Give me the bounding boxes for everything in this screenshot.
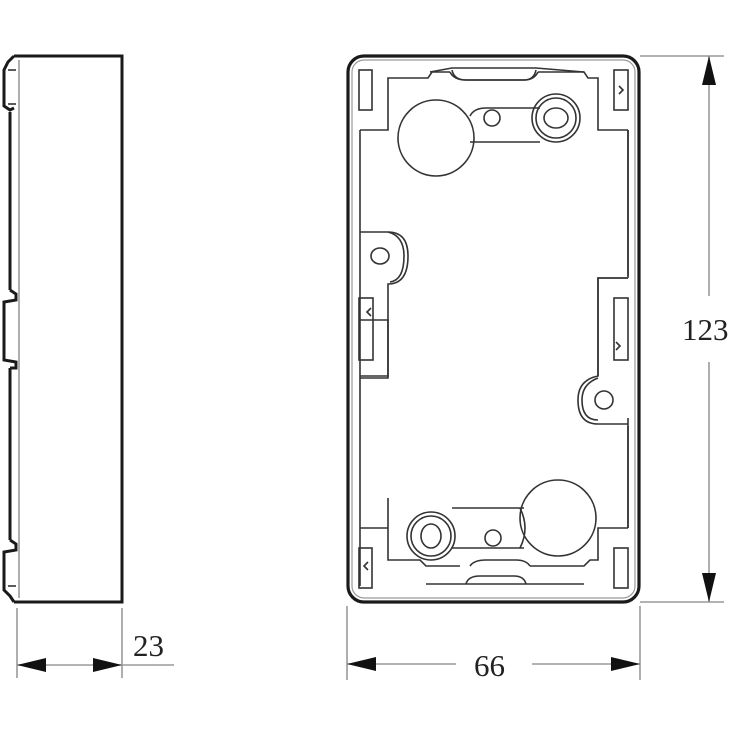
depth-value: 23 xyxy=(133,628,164,663)
screw-hole-bottom-small xyxy=(484,529,502,547)
screw-boss-top xyxy=(531,93,581,143)
depth-dimension: 23 xyxy=(16,608,174,678)
width-dimension: 66 xyxy=(346,606,641,683)
mount-hole-right xyxy=(594,390,614,410)
slot-bottom-left xyxy=(358,547,373,589)
front-view xyxy=(346,54,641,604)
height-dimension: 123 xyxy=(640,55,729,603)
side-view: 23 xyxy=(2,54,174,678)
height-value: 123 xyxy=(682,312,729,347)
screw-hole-bottom xyxy=(420,523,442,549)
knockout-top xyxy=(397,99,475,177)
slot-top-left xyxy=(358,69,373,111)
screw-boss-bottom xyxy=(406,511,456,561)
side-clip-top xyxy=(2,54,16,112)
side-clip-middle xyxy=(2,288,18,370)
screw-hole-top-small xyxy=(483,109,501,127)
knockout-bottom xyxy=(519,479,597,557)
side-clip-bottom xyxy=(2,538,18,603)
width-value: 66 xyxy=(474,648,505,683)
slot-left-middle xyxy=(358,297,374,361)
slot-top-right xyxy=(613,69,629,111)
screw-hole-top xyxy=(543,107,569,129)
box-outer-edge xyxy=(346,54,641,604)
slot-right-middle xyxy=(613,297,629,361)
mount-hole-left xyxy=(370,247,390,265)
slot-bottom-right xyxy=(613,547,629,589)
